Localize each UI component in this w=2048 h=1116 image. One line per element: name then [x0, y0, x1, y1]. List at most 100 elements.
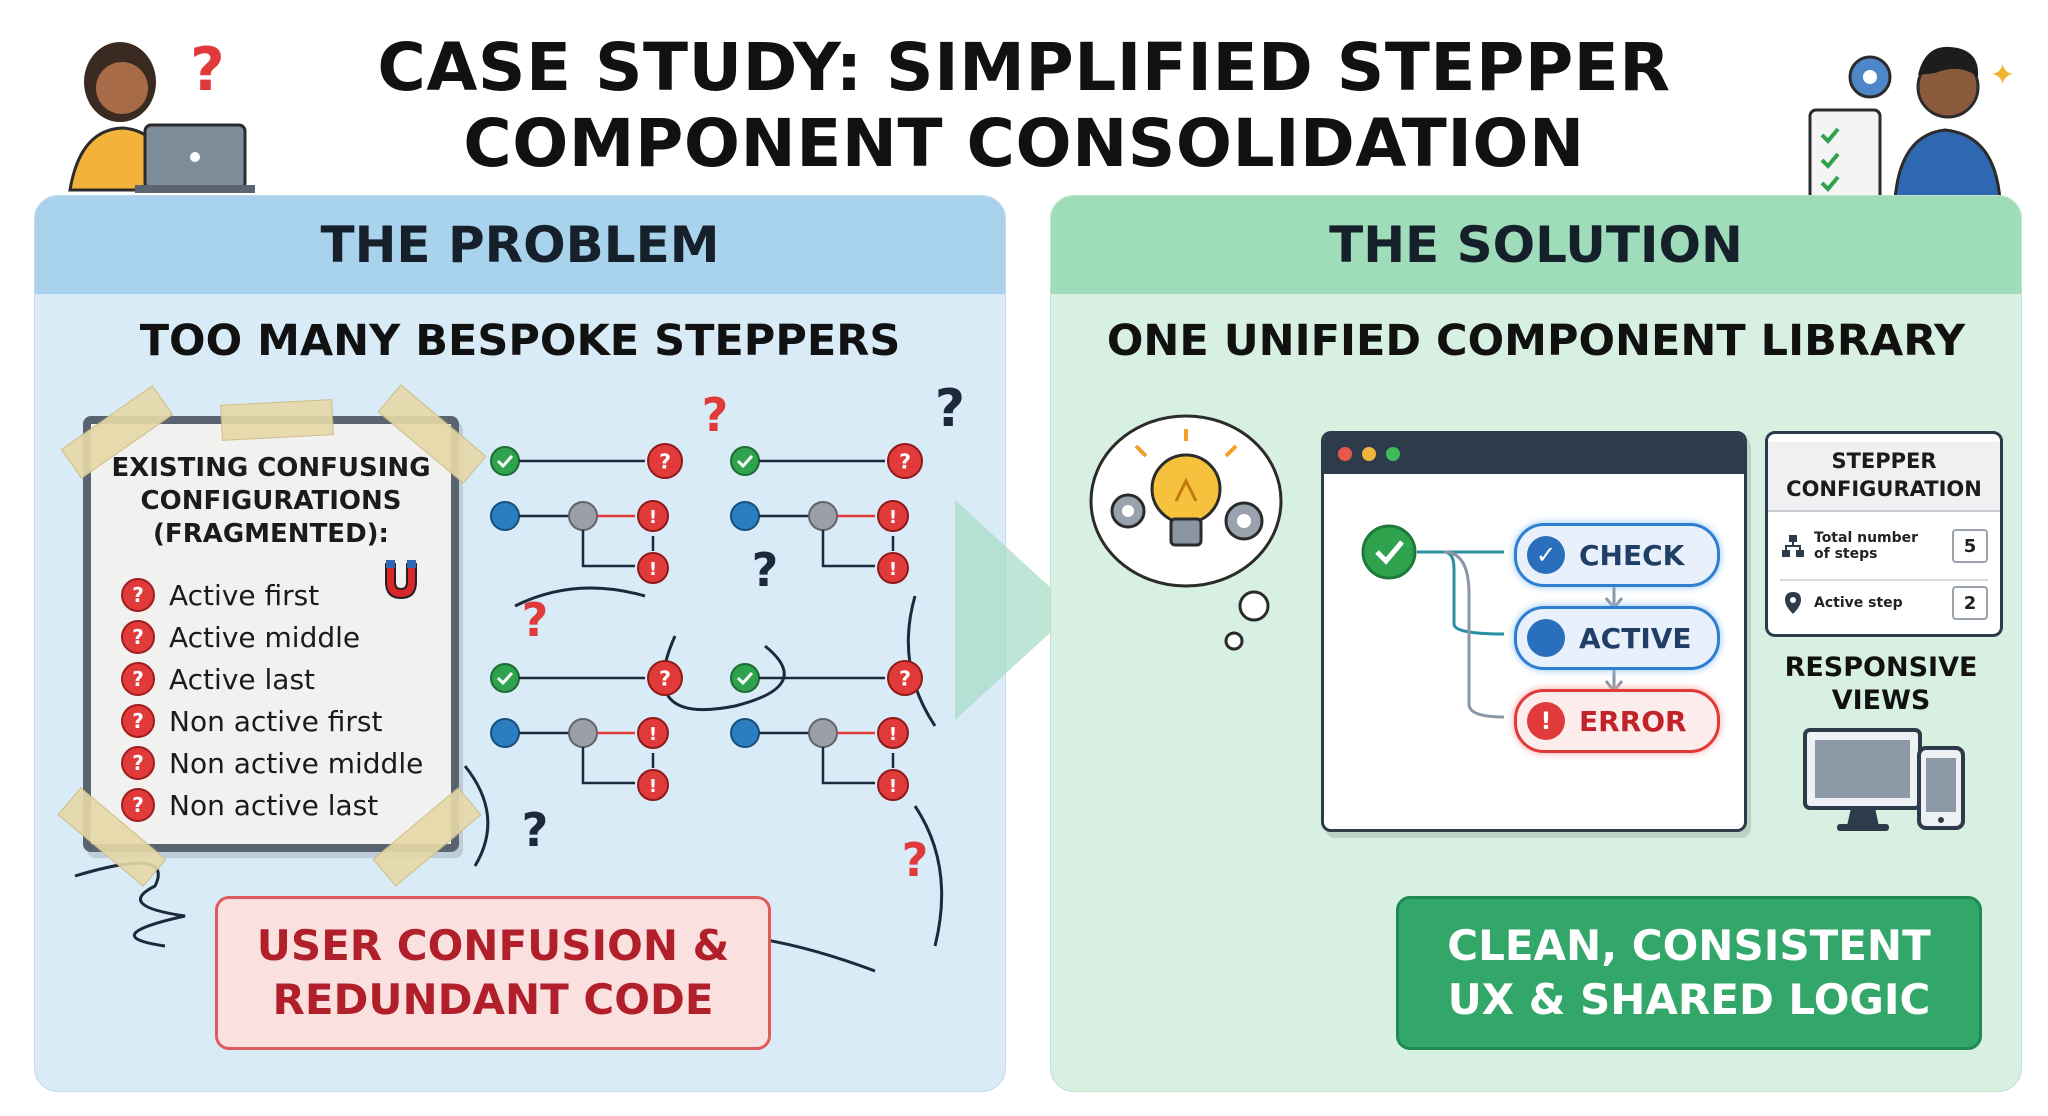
- magnet-icon: [385, 560, 417, 600]
- fragmented-config-note: EXISTING CONFUSING CONFIGURATIONS (FRAGM…: [57, 384, 487, 887]
- stepper-config-card: STEPPER CONFIGURATION Total number of st…: [1765, 431, 2003, 637]
- callout-line: CLEAN, CONSISTENT: [1447, 921, 1931, 970]
- question-mark-icon: ?: [522, 803, 549, 857]
- alert-icon: [877, 552, 909, 584]
- sparkle-icon: ✦: [1990, 58, 2015, 93]
- active-step-dot: [490, 501, 520, 531]
- check-mark: [496, 454, 514, 469]
- alert-icon: [637, 769, 669, 801]
- alert-icon: [637, 717, 669, 749]
- question-icon: [647, 443, 683, 479]
- callout-line: USER CONFUSION &: [256, 921, 730, 970]
- note-title-line: (FRAGMENTED):: [153, 519, 389, 549]
- step-check[interactable]: ✓ CHECK: [1514, 523, 1720, 587]
- question-mark-icon: ?: [190, 35, 225, 105]
- check-mark: [496, 671, 514, 686]
- lightbulb-icon: [1150, 453, 1222, 547]
- active-step-input[interactable]: 2: [1952, 586, 1988, 620]
- check-icon: [1361, 524, 1417, 580]
- list-item: ? Active middle: [121, 616, 423, 658]
- solution-header: THE SOLUTION: [1051, 196, 2021, 294]
- total-steps-label-line: Total number: [1814, 530, 1919, 546]
- config-title-line: STEPPER: [1831, 449, 1937, 473]
- problem-header: THE PROBLEM: [35, 196, 1005, 294]
- inactive-step-dot: [568, 718, 598, 748]
- connector-line: [581, 747, 635, 785]
- location-pin-icon: [1785, 592, 1801, 614]
- question-icon-glyph: ?: [659, 667, 671, 691]
- clipboard-icon: [1808, 108, 1882, 200]
- messy-stepper-diagrams: ?!!?!!?!!?!!??????: [490, 379, 965, 887]
- transition-arrow-icon: [955, 500, 1075, 720]
- note-title-line: EXISTING CONFUSING: [111, 453, 431, 483]
- question-icon-glyph: ?: [899, 450, 911, 474]
- list-item: ?Active first: [121, 574, 423, 616]
- question-mark-icon: ?: [902, 833, 929, 887]
- total-steps-input[interactable]: 5: [1952, 529, 1988, 563]
- question-mark-icon: ?: [522, 593, 549, 647]
- error-icon: !: [1527, 702, 1565, 740]
- list-item-label: Active first: [169, 578, 320, 612]
- responsive-label-line: RESPONSIVE: [1784, 652, 1978, 683]
- alert-icon-glyph: !: [649, 724, 657, 745]
- list-item-label: Non active first: [169, 704, 383, 738]
- list-item-label: Active middle: [169, 620, 361, 654]
- active-step-dot: [730, 501, 760, 531]
- step-active[interactable]: ACTIVE: [1514, 606, 1720, 670]
- window-close-dot[interactable]: [1338, 447, 1352, 461]
- check-icon: [730, 446, 760, 476]
- title-line-1: CASE STUDY: SIMPLIFIED STEPPER: [377, 29, 1671, 106]
- config-title: STEPPER CONFIGURATION: [1768, 442, 2000, 512]
- alert-icon-glyph: !: [649, 776, 657, 797]
- inactive-step-dot: [808, 718, 838, 748]
- stepper-connectors: [1361, 524, 1624, 719]
- active-step-dot: [730, 718, 760, 748]
- question-icon: ?: [121, 704, 155, 738]
- window-minimize-dot[interactable]: [1362, 447, 1376, 461]
- callout-line: REDUNDANT CODE: [272, 975, 714, 1024]
- window-titlebar: [1324, 434, 1744, 474]
- alert-icon-glyph: !: [649, 507, 657, 528]
- step-label: ERROR: [1579, 704, 1687, 738]
- question-icon: ?: [121, 620, 155, 654]
- connector-line: [581, 530, 635, 568]
- problem-subtitle: TOO MANY BESPOKE STEPPERS: [139, 316, 901, 366]
- step-error[interactable]: ! ERROR: [1514, 689, 1720, 753]
- question-mark-icon: ?: [935, 379, 965, 439]
- problem-callout: USER CONFUSION & REDUNDANT CODE: [215, 896, 771, 1050]
- inactive-step-dot: [808, 501, 838, 531]
- title-line-2: COMPONENT CONSOLIDATION: [463, 105, 1585, 182]
- question-icon: [887, 660, 923, 696]
- total-steps-label-line: of steps: [1814, 546, 1878, 562]
- step-label: CHECK: [1579, 538, 1685, 572]
- responsive-label-line: VIEWS: [1831, 685, 1931, 716]
- alert-icon-glyph: !: [649, 559, 657, 580]
- note-title-line: CONFIGURATIONS: [140, 486, 402, 516]
- window-maximize-dot[interactable]: [1386, 447, 1400, 461]
- stepper-app-window: ✓ CHECK ACTIVE ! ERROR: [1321, 431, 1747, 832]
- idea-bubble-illustration: [1089, 414, 1283, 651]
- total-steps-row: Total number of steps 5: [1780, 524, 1988, 568]
- question-icon-glyph: ?: [659, 450, 671, 474]
- step-label: ACTIVE: [1579, 621, 1692, 655]
- question-icon: ?: [121, 662, 155, 696]
- happy-person-illustration: ✦: [1808, 46, 2015, 200]
- responsive-devices-icon: [1803, 728, 1965, 831]
- inactive-step-dot: [568, 501, 598, 531]
- list-item: ?Active last: [121, 658, 423, 700]
- question-icon-glyph: ?: [899, 667, 911, 691]
- check-icon: ✓: [1527, 536, 1565, 574]
- problem-panel: THE PROBLEM TOO MANY BESPOKE STEPPERS EX…: [34, 195, 1006, 1092]
- list-item: ? Non active first: [121, 700, 423, 742]
- connector-line: [821, 530, 875, 568]
- check-icon: [490, 446, 520, 476]
- confused-person-illustration: ?: [68, 35, 255, 193]
- question-mark-icon: ?: [752, 543, 779, 597]
- config-title-line: CONFIGURATION: [1786, 477, 1982, 501]
- responsive-views-label: RESPONSIVE VIEWS: [1765, 651, 1997, 717]
- alert-icon-glyph: !: [889, 559, 897, 580]
- solution-subtitle: ONE UNIFIED COMPONENT LIBRARY: [1106, 316, 1966, 366]
- check-icon: [730, 663, 760, 693]
- list-item: ?Non active last: [121, 784, 423, 826]
- alert-icon-glyph: !: [889, 507, 897, 528]
